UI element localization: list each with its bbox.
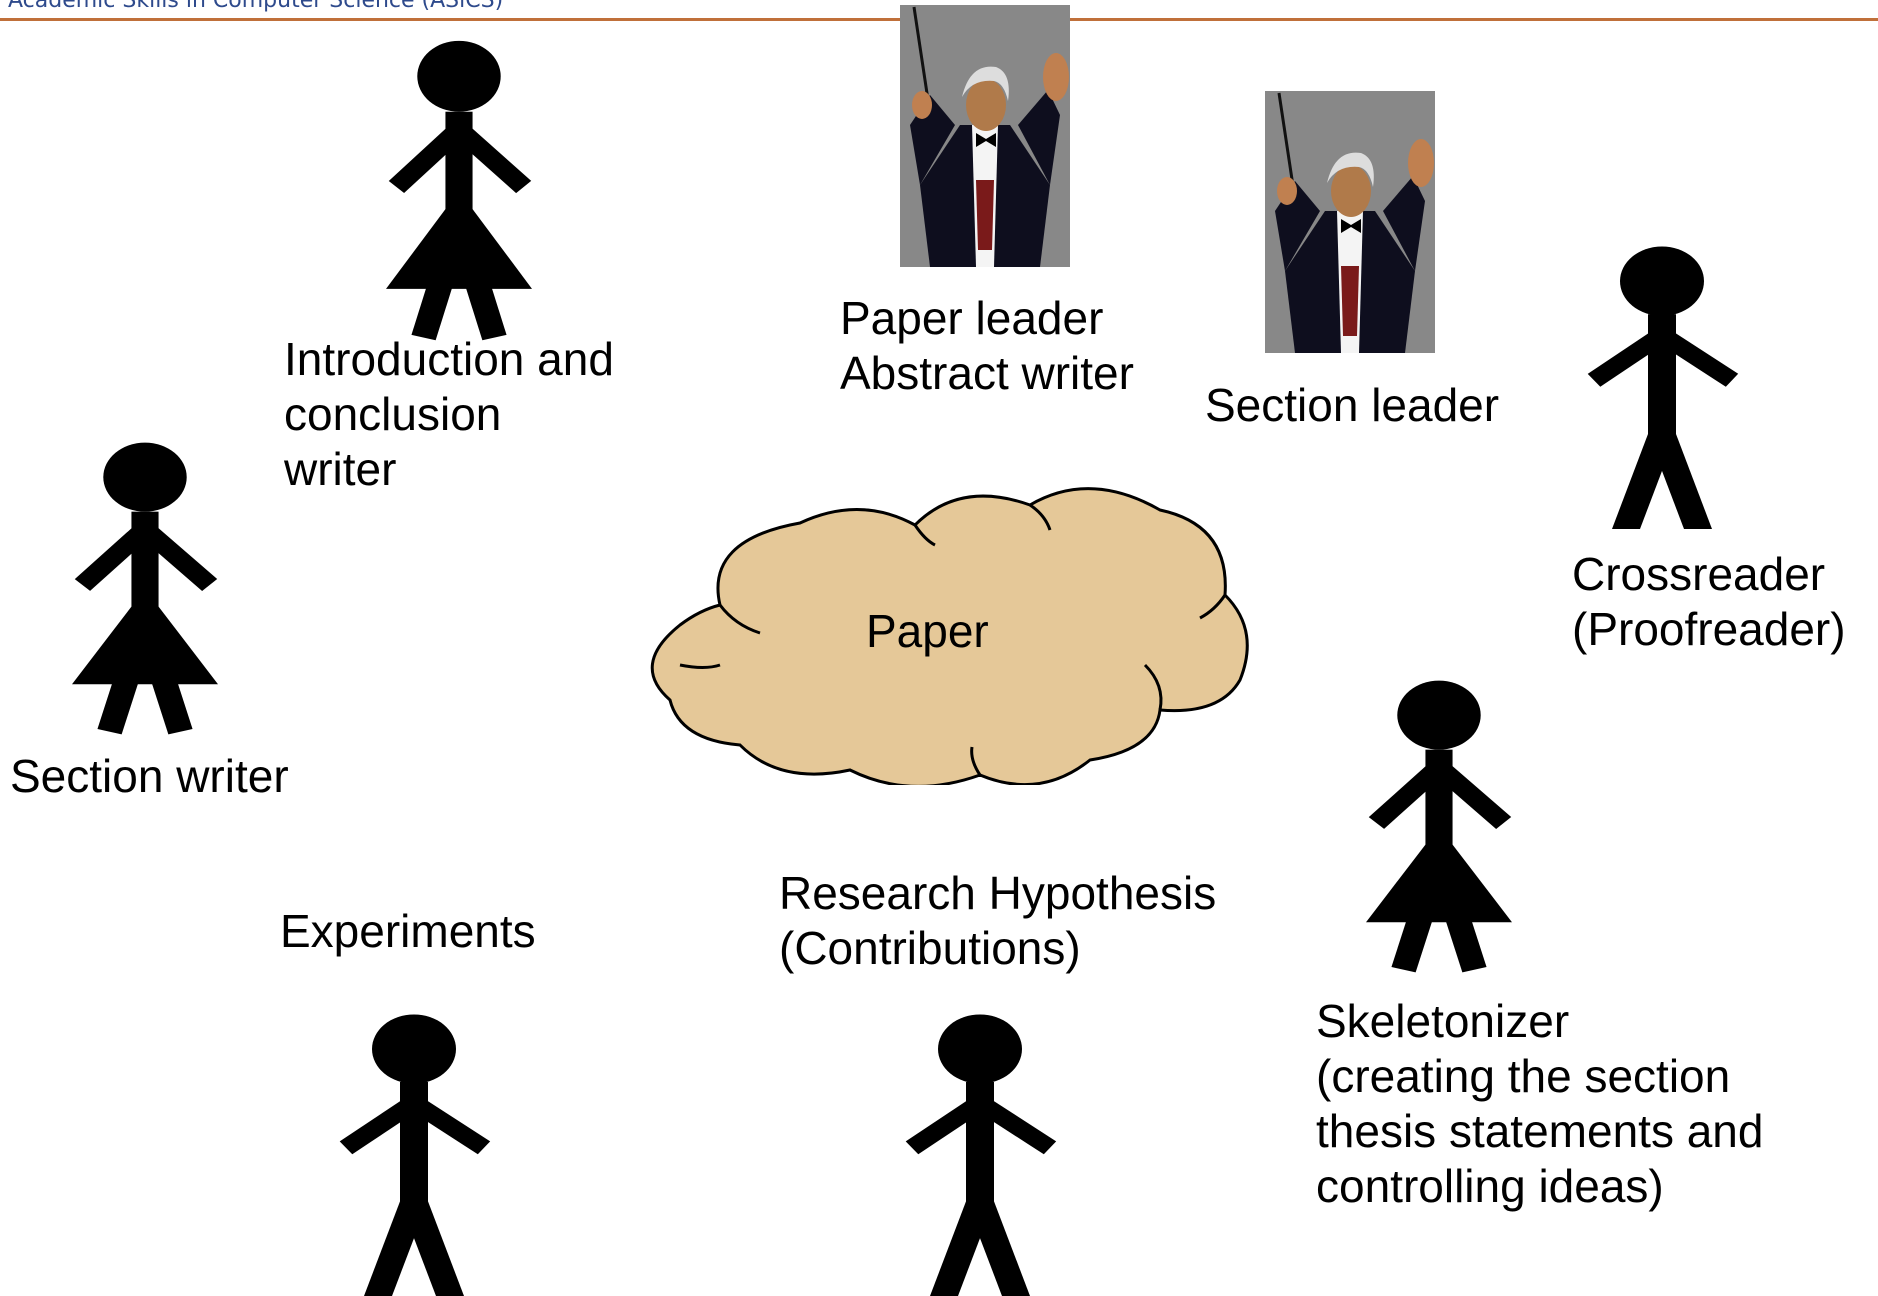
skeletonizer-figure	[1366, 672, 1512, 974]
female-stick-figure-icon	[1366, 672, 1512, 974]
paper-leader-label: Paper leader Abstract writer	[840, 292, 1134, 399]
section-writer-label: Section writer	[10, 750, 289, 802]
research-hypothesis-figure	[900, 1012, 1060, 1296]
experiments-figure	[334, 1012, 494, 1296]
research-hypothesis-label: Research Hypothesis (Contributions)	[779, 867, 1217, 974]
conductor-icon	[898, 3, 1072, 269]
male-stick-figure-icon	[1582, 244, 1742, 529]
section-leader-figure	[1263, 89, 1437, 358]
skeletonizer-label: Skeletonizer (creating the section thesi…	[1316, 995, 1764, 1212]
intro-conclusion-writer-label: Introduction and conclusion writer	[284, 333, 614, 495]
crossreader-figure	[1582, 244, 1742, 529]
paper-label: Paper	[866, 605, 989, 657]
crossreader-label: Crossreader (Proofreader)	[1572, 548, 1846, 655]
paper-leader-figure	[898, 3, 1072, 272]
section-writer-figure	[72, 434, 218, 736]
intro-conclusion-writer-figure	[386, 32, 532, 342]
section-leader-label: Section leader	[1205, 379, 1500, 431]
course-title: Academic Skills in Computer Science (ASi…	[8, 0, 504, 13]
male-stick-figure-icon	[334, 1012, 494, 1296]
experiments-label: Experiments	[280, 905, 536, 957]
paper-cloud	[650, 485, 1250, 785]
female-stick-figure-icon	[386, 32, 532, 342]
female-stick-figure-icon	[72, 434, 218, 736]
male-stick-figure-icon	[900, 1012, 1060, 1296]
conductor-icon	[1263, 89, 1437, 355]
cloud-shape	[650, 487, 1249, 785]
